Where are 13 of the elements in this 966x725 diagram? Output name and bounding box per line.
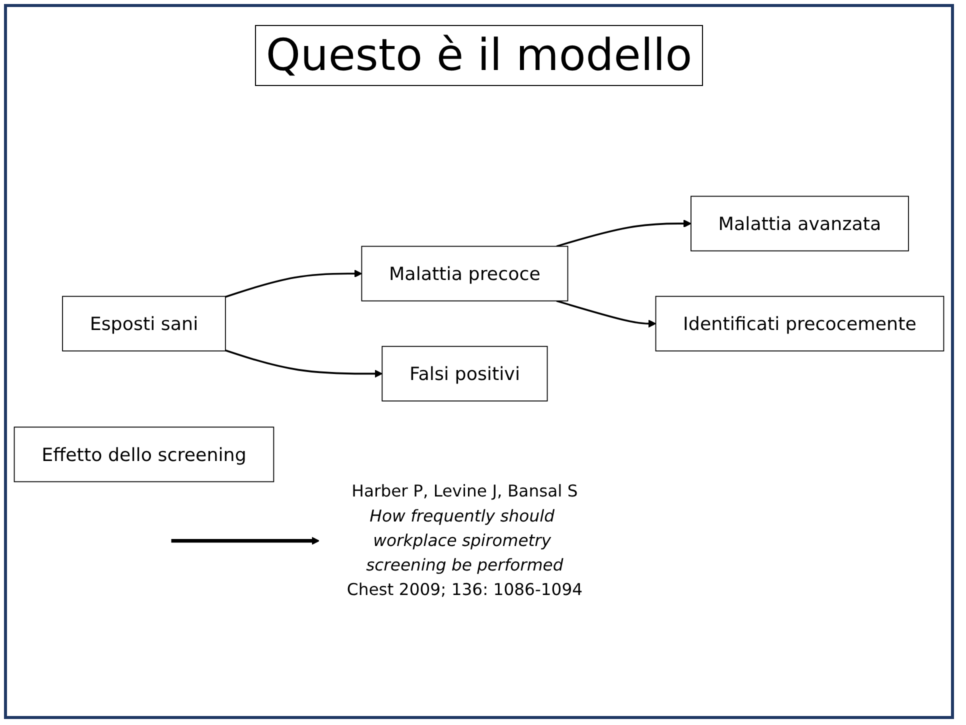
- node-box: Esposti sani: [62, 296, 226, 352]
- node-box: Falsi positivi: [382, 346, 548, 402]
- arrow: [225, 270, 362, 298]
- node-box: Malattia avanzata: [690, 196, 909, 252]
- node-box: Malattia precoce: [361, 246, 568, 302]
- node-box: Effetto dello screening: [14, 426, 274, 482]
- arrow: [556, 300, 656, 328]
- arrow: [171, 536, 320, 545]
- node-text: Harber P, Levine J, Bansal S How frequently should workplace spirometry screening be performed Chest 2009; 136: 1086-1094: [346, 482, 583, 600]
- node-box: Identificati precocemente: [655, 296, 944, 352]
- title: Questo è il modello: [254, 25, 704, 86]
- arrow: [556, 219, 692, 248]
- arrow: [225, 349, 383, 378]
